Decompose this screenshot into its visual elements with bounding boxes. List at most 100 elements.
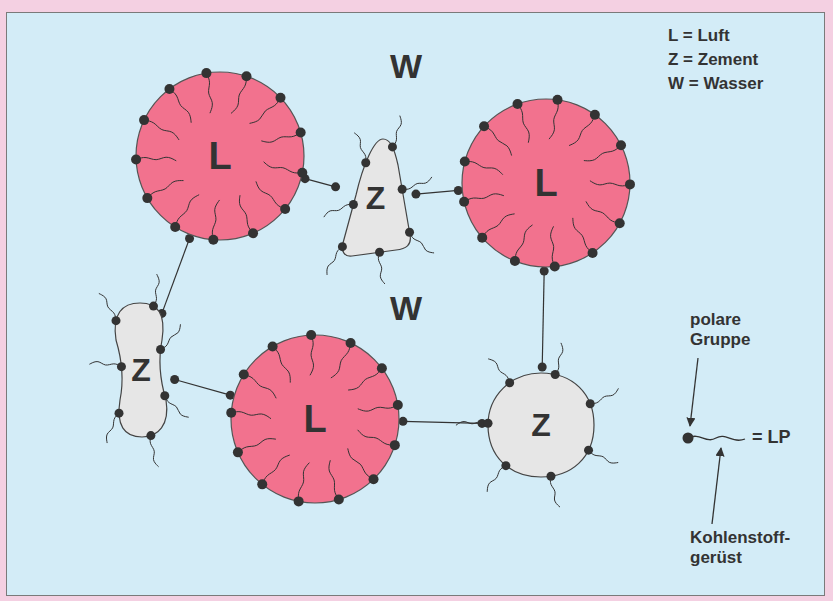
- polar-dot: [115, 409, 124, 418]
- polar-dot: [201, 68, 211, 78]
- carbon-tail: [358, 405, 398, 411]
- carbon-tail: [273, 346, 291, 382]
- polar-dot: [588, 248, 598, 258]
- carbon-tail: [310, 335, 314, 375]
- carbon-tail: [410, 232, 435, 253]
- carbon-tail: [348, 368, 382, 390]
- carbon-tail: [555, 343, 563, 375]
- node-letter: L: [534, 164, 557, 202]
- polar-dot: [142, 193, 152, 203]
- region-label: W: [390, 46, 422, 87]
- polar-dot: [584, 446, 593, 455]
- polar-dot: [233, 447, 243, 457]
- polar-dot: [477, 233, 487, 243]
- carbon-tail: [256, 181, 285, 209]
- particle-outline: [342, 139, 410, 256]
- polar-dot: [111, 316, 120, 325]
- carbon-tail: [175, 195, 199, 227]
- polar-dot: [546, 472, 555, 481]
- bubble-outline: [462, 99, 630, 267]
- carbon-tail: [590, 181, 630, 186]
- polar-dot: [226, 408, 236, 418]
- cement-particle: Z: [110, 300, 172, 440]
- polar-dot: [170, 375, 179, 384]
- carbon-tail: [212, 200, 219, 240]
- leader-arrow: [712, 448, 721, 524]
- polar-dot: [369, 474, 379, 484]
- molecule-bridge: [175, 379, 231, 395]
- carbon-tail: [106, 413, 119, 443]
- carbon-tail: [354, 133, 366, 163]
- polar-dot: [117, 362, 126, 371]
- carbon-tail: [348, 448, 374, 479]
- polar-dot: [156, 345, 165, 354]
- carbon-tail: [465, 161, 503, 174]
- bubble-outline: [231, 335, 399, 503]
- node-letter: Z: [531, 409, 551, 441]
- carbon-tail: [456, 421, 488, 425]
- polar-dot: [338, 242, 347, 251]
- carbon-tail: [298, 463, 309, 502]
- polar-dot: [390, 440, 400, 450]
- polar-dot: [459, 197, 469, 207]
- carbon-tail: [584, 145, 621, 161]
- carbon-tail: [358, 430, 395, 445]
- air-bubble: L: [230, 334, 400, 504]
- polar-dot: [164, 84, 174, 94]
- polar-dot: [131, 154, 141, 164]
- polar-dot: [306, 330, 316, 340]
- molecule-bridge: [305, 179, 336, 187]
- carbon-tail: [392, 116, 401, 147]
- air-bubble: L: [135, 71, 305, 241]
- polar-dot: [334, 495, 344, 505]
- carbon-tail: [231, 412, 271, 419]
- carbon-tail: [515, 225, 533, 261]
- node-letter: L: [208, 137, 231, 175]
- polar-dot: [241, 71, 251, 81]
- carbon-tail: [464, 194, 504, 202]
- polar-dot: [375, 248, 384, 257]
- polar-dot: [405, 228, 414, 237]
- carbon-tail: [487, 466, 506, 492]
- carbon-tail: [551, 226, 555, 266]
- polar-dot: [257, 479, 267, 489]
- cement-particle: Z: [485, 370, 597, 480]
- carbon-tail: [238, 439, 276, 453]
- carbon-tail: [147, 181, 183, 199]
- polar-dot: [170, 222, 180, 232]
- carbon-tail: [244, 374, 276, 398]
- carbon-tail: [378, 252, 385, 284]
- carbon-tail: [153, 274, 159, 306]
- node-letter: Z: [131, 354, 151, 386]
- carbon-tail: [250, 98, 281, 124]
- node-letter: Z: [366, 182, 386, 214]
- region-label: W: [390, 288, 422, 329]
- polar-dot: [268, 341, 278, 351]
- legend-text: polare Gruppe: [690, 310, 750, 351]
- polar-dot: [377, 363, 387, 373]
- bubble-outline: [136, 72, 304, 240]
- carbon-tail: [590, 388, 618, 403]
- polar-dot: [616, 140, 626, 150]
- molecule-bridge: [542, 271, 544, 367]
- polar-dot: [510, 256, 520, 266]
- polar-dot: [393, 400, 403, 410]
- carbon-tail: [586, 201, 620, 223]
- polar-dot: [160, 391, 169, 400]
- polar-dot: [349, 200, 358, 209]
- carbon-tail: [150, 436, 158, 467]
- polar-dot: [139, 115, 149, 125]
- polar-dot: [550, 262, 560, 272]
- carbon-tail: [488, 359, 509, 383]
- polar-dot: [294, 496, 304, 506]
- carbon-tail: [262, 455, 290, 484]
- polar-dot: [586, 399, 595, 408]
- carbon-tail: [402, 177, 432, 189]
- polar-dot: [551, 370, 560, 379]
- polar-dot: [331, 182, 340, 191]
- polar-dot: [248, 228, 258, 238]
- carbon-tail: [327, 247, 343, 275]
- carbon-tail: [518, 104, 530, 143]
- legend-text: Z = Zement: [668, 50, 758, 70]
- carbon-tail: [136, 157, 176, 161]
